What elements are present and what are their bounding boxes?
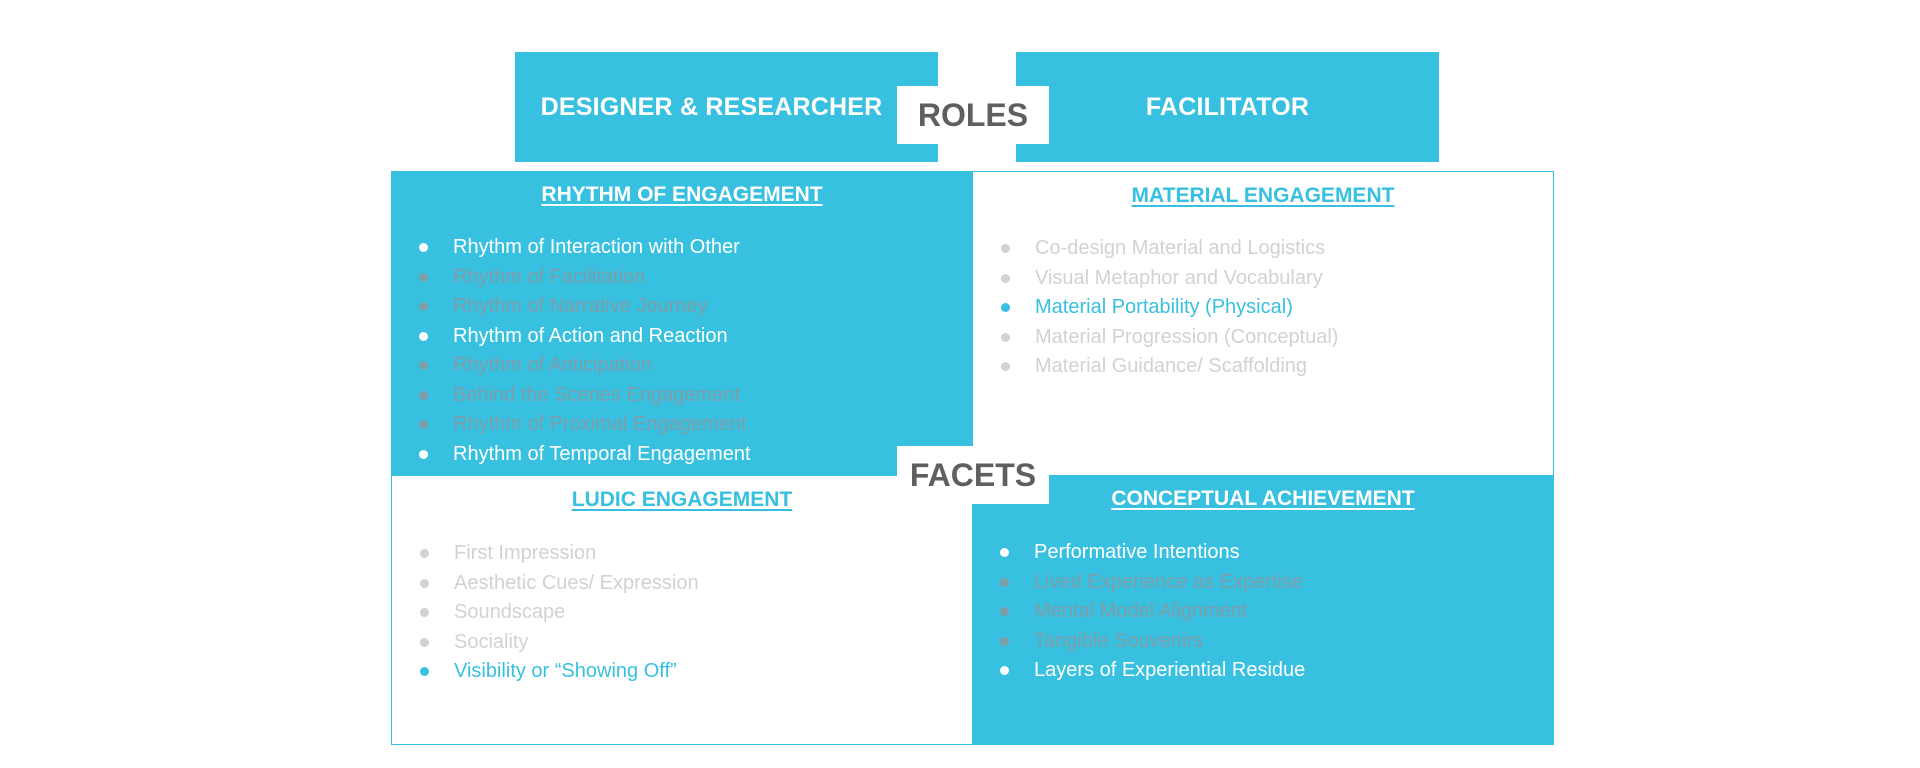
facet-item: Rhythm of Action and Reaction bbox=[413, 322, 751, 352]
quadrant-conceptual-achievement: CONCEPTUAL ACHIEVEMENT Performative Inte… bbox=[972, 475, 1554, 745]
bullet-icon bbox=[1000, 577, 1009, 587]
bullet-icon bbox=[420, 549, 429, 559]
facet-item-text: Rhythm of Narrative Journey bbox=[453, 295, 708, 317]
facet-item-text: Material Portability (Physical) bbox=[1035, 296, 1293, 318]
facet-item-text: Sociality bbox=[454, 630, 529, 653]
facet-item: Material Portability (Physical) bbox=[995, 293, 1338, 323]
facet-item-text: Soundscape bbox=[454, 601, 566, 623]
facet-item-text: Visual Metaphor and Vocabulary bbox=[1035, 266, 1323, 289]
bullet-icon bbox=[1001, 273, 1010, 283]
facet-item: Material Progression (Conceptual) bbox=[995, 323, 1338, 353]
facet-item: Layers of Experiential Residue bbox=[994, 656, 1305, 686]
bullet-icon bbox=[420, 578, 429, 588]
bullet-icon bbox=[420, 608, 429, 618]
facet-item: Mental Model Alignment bbox=[994, 597, 1305, 627]
bullet-icon bbox=[419, 361, 428, 371]
quadrant-title: MATERIAL ENGAGEMENT bbox=[1131, 184, 1395, 207]
bullet-icon bbox=[1000, 636, 1009, 646]
quadrant-material-engagement: MATERIAL ENGAGEMENT Co-design Material a… bbox=[972, 171, 1554, 476]
bullet-icon bbox=[419, 390, 428, 400]
facet-item-text: First Impression bbox=[454, 542, 597, 564]
bullet-icon bbox=[419, 272, 428, 282]
facet-item: Rhythm of Interaction with Other bbox=[413, 233, 751, 263]
bullet-icon bbox=[1000, 548, 1009, 558]
facet-item-text: Rhythm of Proximal Engagement bbox=[453, 413, 747, 435]
role-designer-researcher: DESIGNER & RESEARCHER bbox=[515, 52, 938, 162]
facet-item-text: Material Progression (Conceptual) bbox=[1035, 325, 1339, 348]
facet-item: Visibility or “Showing Off” bbox=[414, 657, 699, 687]
facet-item: Aesthetic Cues/ Expression bbox=[414, 569, 699, 599]
quadrant-title: CONCEPTUAL ACHIEVEMENT bbox=[1111, 487, 1415, 510]
facet-item-text: Layers of Experiential Residue bbox=[1034, 659, 1306, 681]
facets-label-text: FACETS bbox=[909, 456, 1037, 493]
bullet-icon bbox=[419, 420, 428, 430]
facet-item-text: Lived Experience as Expertise bbox=[1034, 570, 1304, 593]
quadrant-title: RHYTHM OF ENGAGEMENT bbox=[541, 183, 823, 206]
facet-item-text: Co-design Material and Logistics bbox=[1035, 237, 1326, 259]
facet-item: Behind the Scenes Engagement bbox=[413, 381, 751, 411]
facet-item: Rhythm of Facilitation bbox=[413, 263, 751, 293]
bullet-icon bbox=[1000, 666, 1009, 676]
bullet-icon bbox=[420, 667, 429, 677]
bullet-icon bbox=[419, 331, 428, 341]
facet-item-text: Rhythm of Facilitation bbox=[453, 265, 646, 288]
role-facilitator-label: FACILITATOR bbox=[1145, 92, 1310, 121]
facet-item: Co-design Material and Logistics bbox=[995, 234, 1338, 264]
facet-item-text: Material Guidance/ Scaffolding bbox=[1035, 355, 1308, 377]
facet-item-text: Aesthetic Cues/ Expression bbox=[454, 571, 699, 594]
facet-item: Material Guidance/ Scaffolding bbox=[995, 352, 1338, 382]
facet-item: Sociality bbox=[414, 628, 699, 658]
facet-item-text: Behind the Scenes Engagement bbox=[453, 383, 740, 406]
facet-item: Visual Metaphor and Vocabulary bbox=[995, 264, 1338, 294]
facet-item: First Impression bbox=[414, 539, 699, 569]
facet-item: Lived Experience as Expertise bbox=[994, 568, 1305, 598]
facet-item: Rhythm of Anticipation bbox=[413, 351, 751, 381]
quadrant-rhythm-of-engagement: RHYTHM OF ENGAGEMENT Rhythm of Interacti… bbox=[391, 171, 973, 476]
roles-label: ROLES bbox=[897, 86, 1049, 144]
facet-item-text: Mental Model Alignment bbox=[1034, 600, 1248, 622]
bullet-icon bbox=[1000, 607, 1009, 617]
facet-item: Tangible Souvenirs bbox=[994, 627, 1305, 657]
facet-item-text: Visibility or “Showing Off” bbox=[454, 660, 677, 682]
bullet-icon bbox=[1001, 303, 1010, 313]
facets-label: FACETS bbox=[897, 446, 1049, 504]
facet-item: Performative Intentions bbox=[994, 538, 1305, 568]
bullet-icon bbox=[419, 243, 428, 253]
facet-item-text: Rhythm of Anticipation bbox=[453, 354, 652, 376]
facet-item-text: Performative Intentions bbox=[1034, 541, 1240, 563]
bullet-icon bbox=[1001, 362, 1010, 372]
facet-item-text: Rhythm of Temporal Engagement bbox=[453, 442, 751, 465]
facet-item-text: Rhythm of Interaction with Other bbox=[453, 236, 740, 258]
quadrant-title: LUDIC ENGAGEMENT bbox=[571, 488, 793, 511]
roles-label-text: ROLES bbox=[917, 96, 1029, 133]
bullet-icon bbox=[1001, 332, 1010, 342]
facet-item-text: Tangible Souvenirs bbox=[1034, 629, 1203, 652]
bullet-icon bbox=[419, 302, 428, 312]
role-facilitator: FACILITATOR bbox=[1016, 52, 1439, 162]
facet-item-text: Rhythm of Action and Reaction bbox=[453, 324, 728, 347]
facet-item: Rhythm of Temporal Engagement bbox=[413, 440, 751, 470]
facet-item: Soundscape bbox=[414, 598, 699, 628]
bullet-icon bbox=[420, 637, 429, 647]
facet-item: Rhythm of Proximal Engagement bbox=[413, 410, 751, 440]
role-designer-researcher-label: DESIGNER & RESEARCHER bbox=[540, 92, 883, 121]
facet-item: Rhythm of Narrative Journey bbox=[413, 292, 751, 322]
bullet-icon bbox=[1001, 244, 1010, 254]
bullet-icon bbox=[419, 449, 428, 459]
